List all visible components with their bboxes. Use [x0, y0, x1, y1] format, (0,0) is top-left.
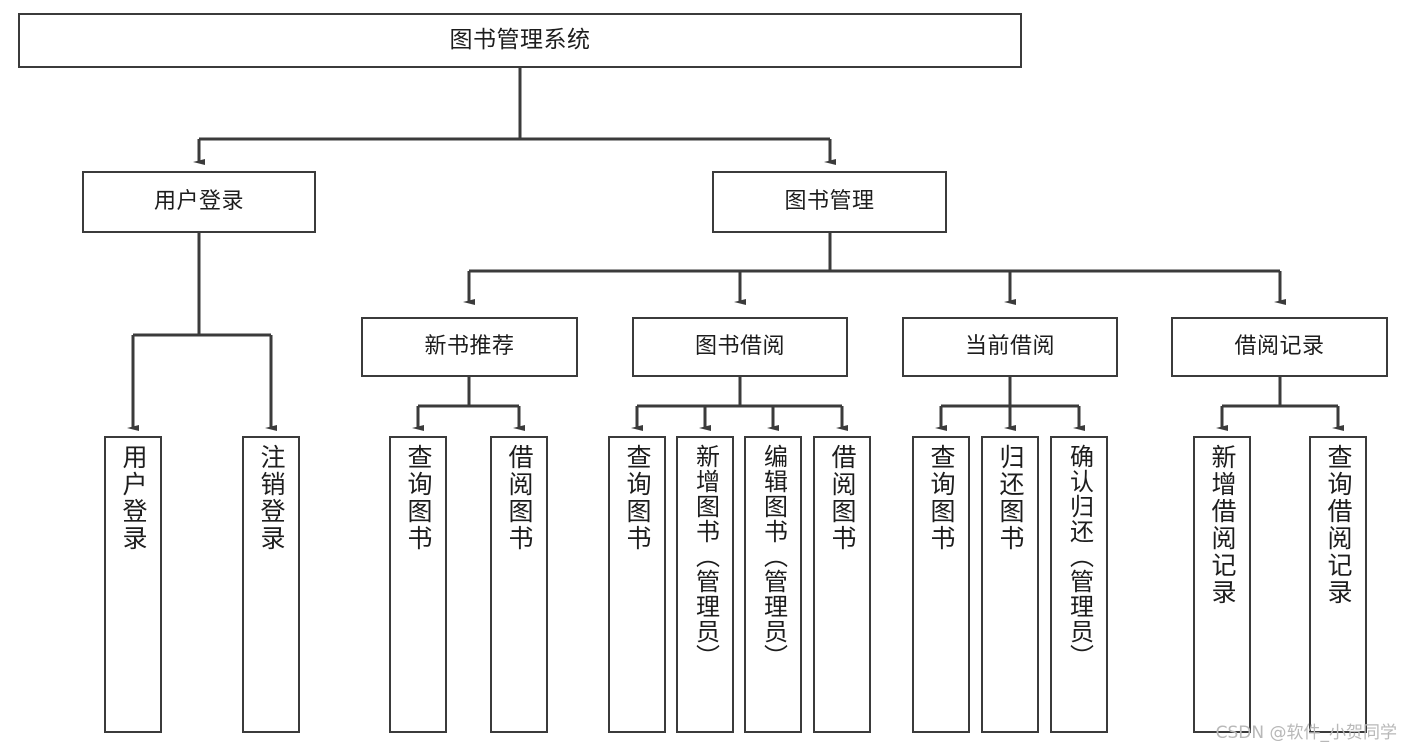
leaf-return-book[interactable]: 归还图书	[981, 436, 1039, 733]
node-root-system[interactable]: 图书管理系统	[18, 13, 1022, 68]
node-label: 借阅记录	[1234, 334, 1325, 359]
node-label: 新增图书（管理员）	[691, 444, 720, 669]
leaf-borrow-book-1[interactable]: 借阅图书	[490, 436, 548, 733]
node-borrow-record[interactable]: 借阅记录	[1171, 317, 1388, 377]
node-label: 注销登录	[257, 444, 286, 552]
leaf-add-record[interactable]: 新增借阅记录	[1193, 436, 1251, 733]
csdn-watermark: CSDN @软件_小贺同学	[1215, 723, 1397, 743]
node-user-login[interactable]: 用户登录	[82, 171, 316, 233]
node-label: 查询借阅记录	[1324, 444, 1353, 606]
node-label: 图书借阅	[694, 334, 785, 359]
leaf-query-record[interactable]: 查询借阅记录	[1309, 436, 1367, 733]
node-label: 借阅图书	[505, 444, 534, 552]
node-label: 新增借阅记录	[1208, 444, 1237, 606]
leaf-query-book-3[interactable]: 查询图书	[912, 436, 970, 733]
node-current-borrow[interactable]: 当前借阅	[902, 317, 1118, 377]
node-label: 新书推荐	[424, 334, 515, 359]
node-label: 编辑图书（管理员）	[759, 444, 788, 669]
node-label: 查询图书	[404, 444, 433, 552]
node-label: 当前借阅	[964, 334, 1055, 359]
node-label: 图书管理	[784, 189, 875, 214]
node-new-book-recommend[interactable]: 新书推荐	[361, 317, 578, 377]
leaf-add-book[interactable]: 新增图书（管理员）	[676, 436, 734, 733]
leaf-user-login[interactable]: 用户登录	[104, 436, 162, 733]
leaf-logout[interactable]: 注销登录	[242, 436, 300, 733]
node-label: 查询图书	[927, 444, 956, 552]
leaf-confirm-return[interactable]: 确认归还（管理员）	[1050, 436, 1108, 733]
leaf-borrow-book-2[interactable]: 借阅图书	[813, 436, 871, 733]
leaf-edit-book[interactable]: 编辑图书（管理员）	[744, 436, 802, 733]
node-label: 归还图书	[996, 444, 1025, 552]
leaf-query-book-2[interactable]: 查询图书	[608, 436, 666, 733]
node-label: 查询图书	[623, 444, 652, 552]
node-book-manage[interactable]: 图书管理	[712, 171, 947, 233]
node-label: 借阅图书	[828, 444, 857, 552]
node-label: 图书管理系统	[449, 27, 591, 53]
node-label: 用户登录	[153, 189, 244, 214]
node-label: 确认归还（管理员）	[1065, 444, 1094, 669]
leaf-query-book-1[interactable]: 查询图书	[389, 436, 447, 733]
node-book-borrow[interactable]: 图书借阅	[632, 317, 848, 377]
node-label: 用户登录	[119, 444, 148, 552]
